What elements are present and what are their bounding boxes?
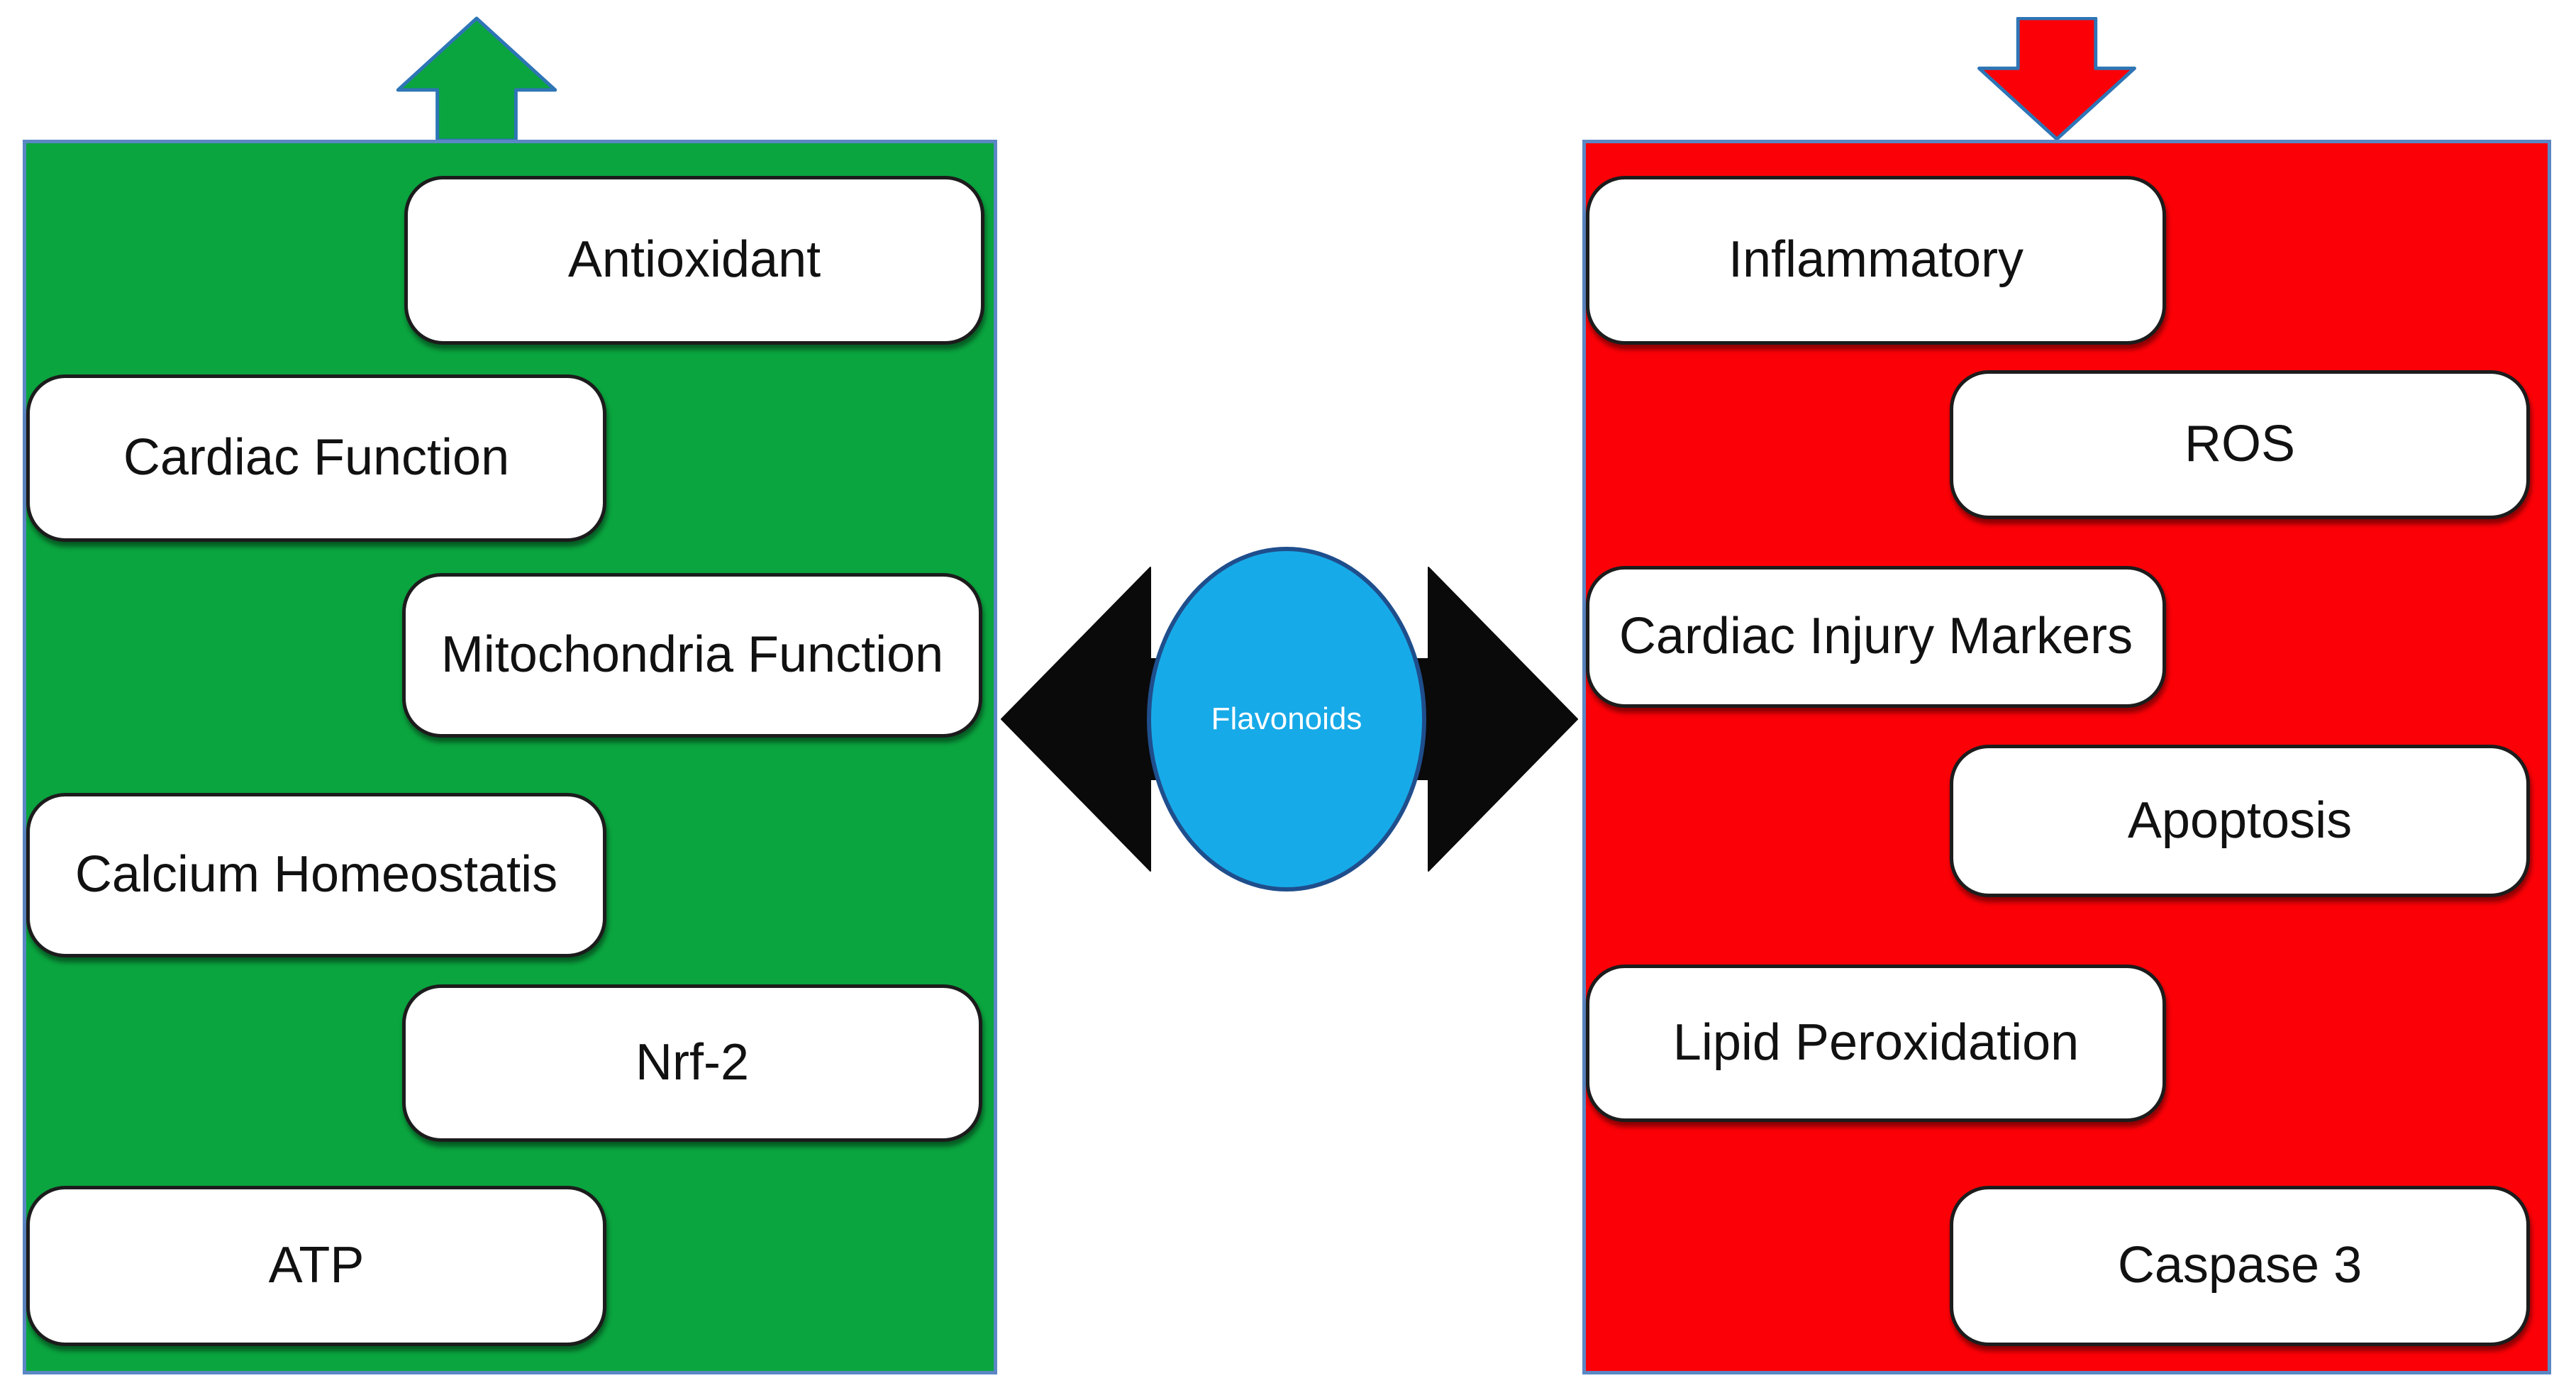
red-item-box: Lipid Peroxidation — [1586, 965, 2166, 1122]
green-item-box: Calcium Homeostatis — [26, 793, 606, 957]
up-arrow-icon — [396, 16, 557, 142]
green-item-box: Mitochondria Function — [402, 573, 982, 738]
green-item-label: ATP — [268, 1237, 365, 1294]
green-item-box: ATP — [26, 1186, 606, 1346]
green-item-label: Mitochondria Function — [440, 626, 944, 684]
down-arrow-icon — [1977, 17, 2136, 141]
red-item-box: Caspase 3 — [1950, 1186, 2530, 1346]
green-benefits-panel: Antioxidant Cardiac Function Mitochondri… — [23, 140, 997, 1374]
red-item-box: Cardiac Injury Markers — [1586, 566, 2166, 708]
red-item-label: Inflammatory — [1728, 231, 2024, 289]
red-item-label: Caspase 3 — [2117, 1237, 2363, 1294]
red-item-label: Cardiac Injury Markers — [1619, 608, 2133, 665]
red-item-label: Apoptosis — [2127, 791, 2353, 849]
red-item-label: Lipid Peroxidation — [1672, 1014, 2080, 1072]
red-item-box: Apoptosis — [1950, 745, 2530, 897]
red-item-box: ROS — [1950, 370, 2530, 519]
green-item-box: Antioxidant — [404, 176, 984, 345]
green-item-label: Nrf-2 — [635, 1034, 749, 1091]
green-item-label: Antioxidant — [567, 231, 821, 289]
flavonoids-ellipse: Flavonoids — [1147, 547, 1426, 891]
green-item-label: Cardiac Function — [123, 429, 510, 487]
green-item-box: Nrf-2 — [402, 984, 982, 1142]
red-item-label: ROS — [2184, 416, 2296, 473]
flavonoids-label: Flavonoids — [1211, 701, 1362, 736]
green-item-label: Calcium Homeostatis — [74, 846, 558, 904]
red-harms-panel: Inflammatory ROS Cardiac Injury Markers … — [1582, 140, 2551, 1374]
red-item-box: Inflammatory — [1586, 176, 2166, 345]
green-item-box: Cardiac Function — [26, 374, 606, 542]
